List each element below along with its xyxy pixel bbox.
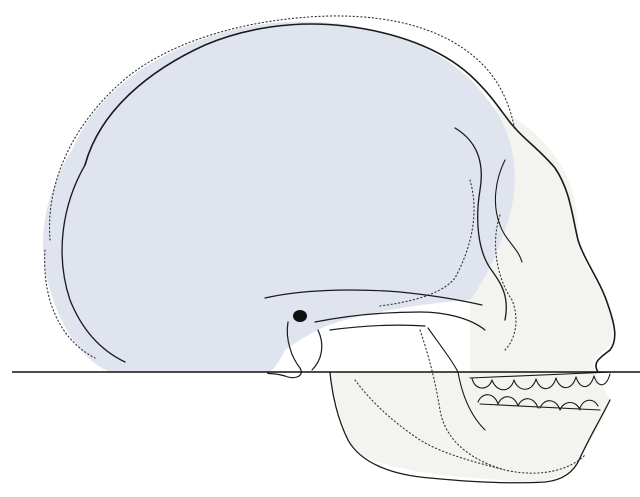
external-ear-canal bbox=[293, 310, 307, 322]
cranial-vault-overlay bbox=[43, 22, 515, 372]
